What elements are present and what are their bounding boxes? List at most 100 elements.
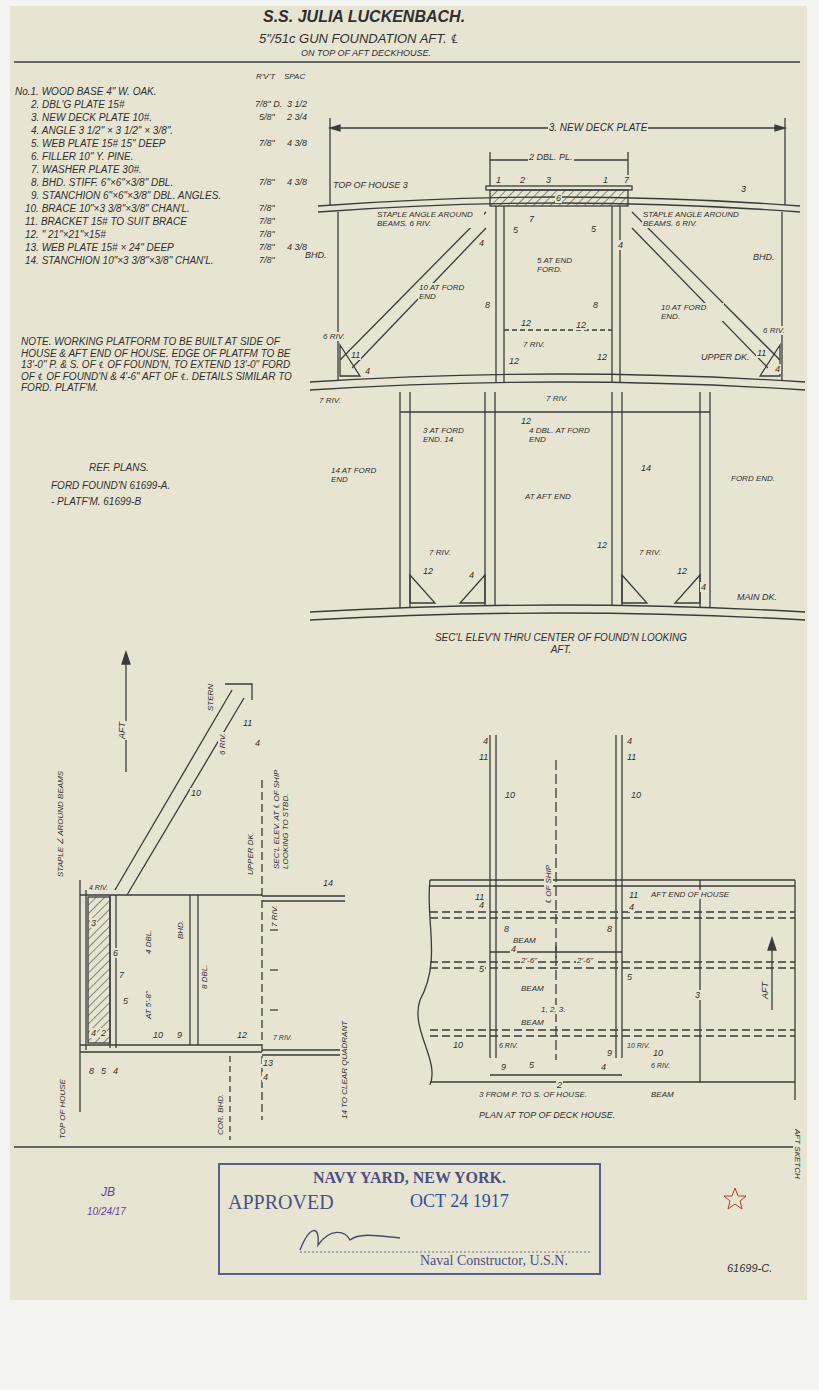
callout-label: NOTE. WORKING PLATFORM TO BE BUILT AT SI… [20,336,307,394]
callout-label: 6 [112,948,119,958]
callout-label: 2 3/4 [286,112,308,122]
callout-label: 3 AT FORD END. 14 [422,426,474,444]
callout-label: STAPLE ∠ AROUND BEAMS [56,770,65,878]
callout-label: 10 RIV. [626,1042,651,1050]
callout-label: 10 [504,790,516,800]
callout-label: AT AFT END [524,492,572,501]
callout-label: 11. BRACKET 15# TO SUIT BRACE [24,216,188,228]
callout-label: 4 3/8 [286,177,308,187]
callout-label: 12 [508,356,520,366]
callout-label: 11 [350,350,361,360]
callout-label: 3 [545,175,552,185]
callout-label: 8 [484,300,491,310]
callout-label: No.1. WOOD BASE 4" W. OAK. [14,86,158,98]
callout-label: - PLATF'M. 61699-B [50,496,142,508]
callout-label: AFT [760,981,770,1000]
stamp-text: OCT 24 1917 [410,1191,509,1212]
callout-label: 5 [478,964,485,974]
callout-label: 8. BHD. STIFF. 6"×6"×3/8" DBL. [30,177,174,189]
callout-label: UPPER DK. [246,831,255,876]
callout-label: 12 [575,320,587,330]
callout-label: 6. FILLER 10" Y. PINE. [30,151,135,163]
callout-label: 2 [519,175,526,185]
callout-label: SPAC [283,72,306,81]
callout-label: BHD. [304,250,328,260]
callout-label: BHD. [752,252,776,262]
callout-label: BEAM [520,1018,545,1027]
callout-label: 8 [606,924,613,934]
stamp-text: APPROVED [228,1191,334,1214]
callout-label: 4 [478,238,485,248]
callout-label: FORD FOUND'N 61699-A. [50,480,171,492]
callout-label: MAIN DK. [736,592,778,602]
callout-label: 7/8" [258,177,276,187]
callout-label: 6 RIV. [498,1042,519,1050]
callout-label: 5. WEB PLATE 15# 15" DEEP [30,138,167,150]
callout-label: 2 [100,1028,107,1038]
callout-label: 11 [242,718,253,728]
callout-label: 3 [740,184,747,194]
approval-stamp: NAVY YARD, NEW YORK.APPROVEDOCT 24 1917N… [218,1163,601,1275]
callout-label: JB [100,1186,116,1200]
callout-label: 9. STANCHION 6"×6"×3/8" DBL. ANGLES. [30,190,222,202]
callout-label: AFT END OF HOUSE [650,890,730,899]
callout-label: 7 [528,214,535,224]
callout-label: 7/8" [258,138,276,148]
callout-label: 4 [700,582,707,592]
callout-label: 1, 2, 3. [540,1005,566,1014]
callout-label: ON TOP OF AFT DECKHOUSE. [300,48,432,58]
callout-label: 7 RIV. [522,340,546,349]
callout-label: 14 [322,878,334,888]
callout-label: 14 AT FORD END [330,466,382,484]
callout-label: 11 [756,348,767,358]
callout-label: 4 DBL. [144,929,153,955]
callout-label: 2. DBL'G PLATE 15# [30,99,125,111]
callout-label: 2 [556,1080,563,1090]
callout-label: 11 [628,890,639,900]
callout-label: 4 [626,736,633,746]
callout-label: 7 RIV. [318,396,342,405]
callout-label: 1 [602,175,609,185]
callout-label: 12 [676,566,688,576]
callout-label: PLAN AT TOP OF DECK HOUSE. [478,1110,616,1120]
callout-label: 2'-6" [576,956,594,965]
callout-label: 7 RIV. [638,548,662,557]
callout-label: R'V'T [255,72,276,81]
callout-label: 7 RIV. [272,1034,293,1042]
callout-label: 12 [520,416,532,426]
callout-label: 10 [190,788,202,798]
callout-label: AFT SKETCH [793,1128,802,1180]
callout-label: 7 RIV. [428,548,452,557]
callout-label: 10 [452,1040,464,1050]
callout-label: 5 [122,996,129,1006]
callout-label: FORD END. [730,474,776,483]
callout-label: STAPLE ANGLE AROUND BEAMS. 6 RIV. [642,210,754,228]
callout-label: 4 [774,364,781,374]
callout-label: 10 [152,1030,164,1040]
callout-label: 5 [590,224,597,234]
callout-label: 13. WEB PLATE 15# × 24" DEEP [24,242,175,254]
callout-label: 4 [482,736,489,746]
callout-label: 4 [510,944,517,954]
callout-label: 9 [500,1062,507,1072]
callout-label: 4 3/8 [286,138,308,148]
callout-label: AT 5'-8" [144,990,153,1020]
callout-label: 14 TO CLEAR QUADRANT [340,1020,349,1120]
callout-label: 5 [626,972,633,982]
callout-label: 11 [626,752,637,762]
callout-label: 10/24/17 [86,1206,127,1218]
callout-label: 7/8" [258,229,276,239]
callout-label: 11 [478,752,489,762]
callout-label: 5 AT END FORD. [536,256,582,274]
callout-label: BHD. [176,919,185,940]
callout-label: 7/8" [258,242,276,252]
callout-label: 7/8" [258,203,276,213]
callout-label: TOP OF HOUSE 3 [332,180,409,190]
callout-label: 4 [254,738,261,748]
callout-label: 9 [176,1030,183,1040]
callout-label: 8 [503,924,510,934]
callout-label: 12 [236,1030,248,1040]
callout-label: 7 RIV. [545,394,569,403]
callout-label: ℄ OF SHIP [544,864,553,905]
